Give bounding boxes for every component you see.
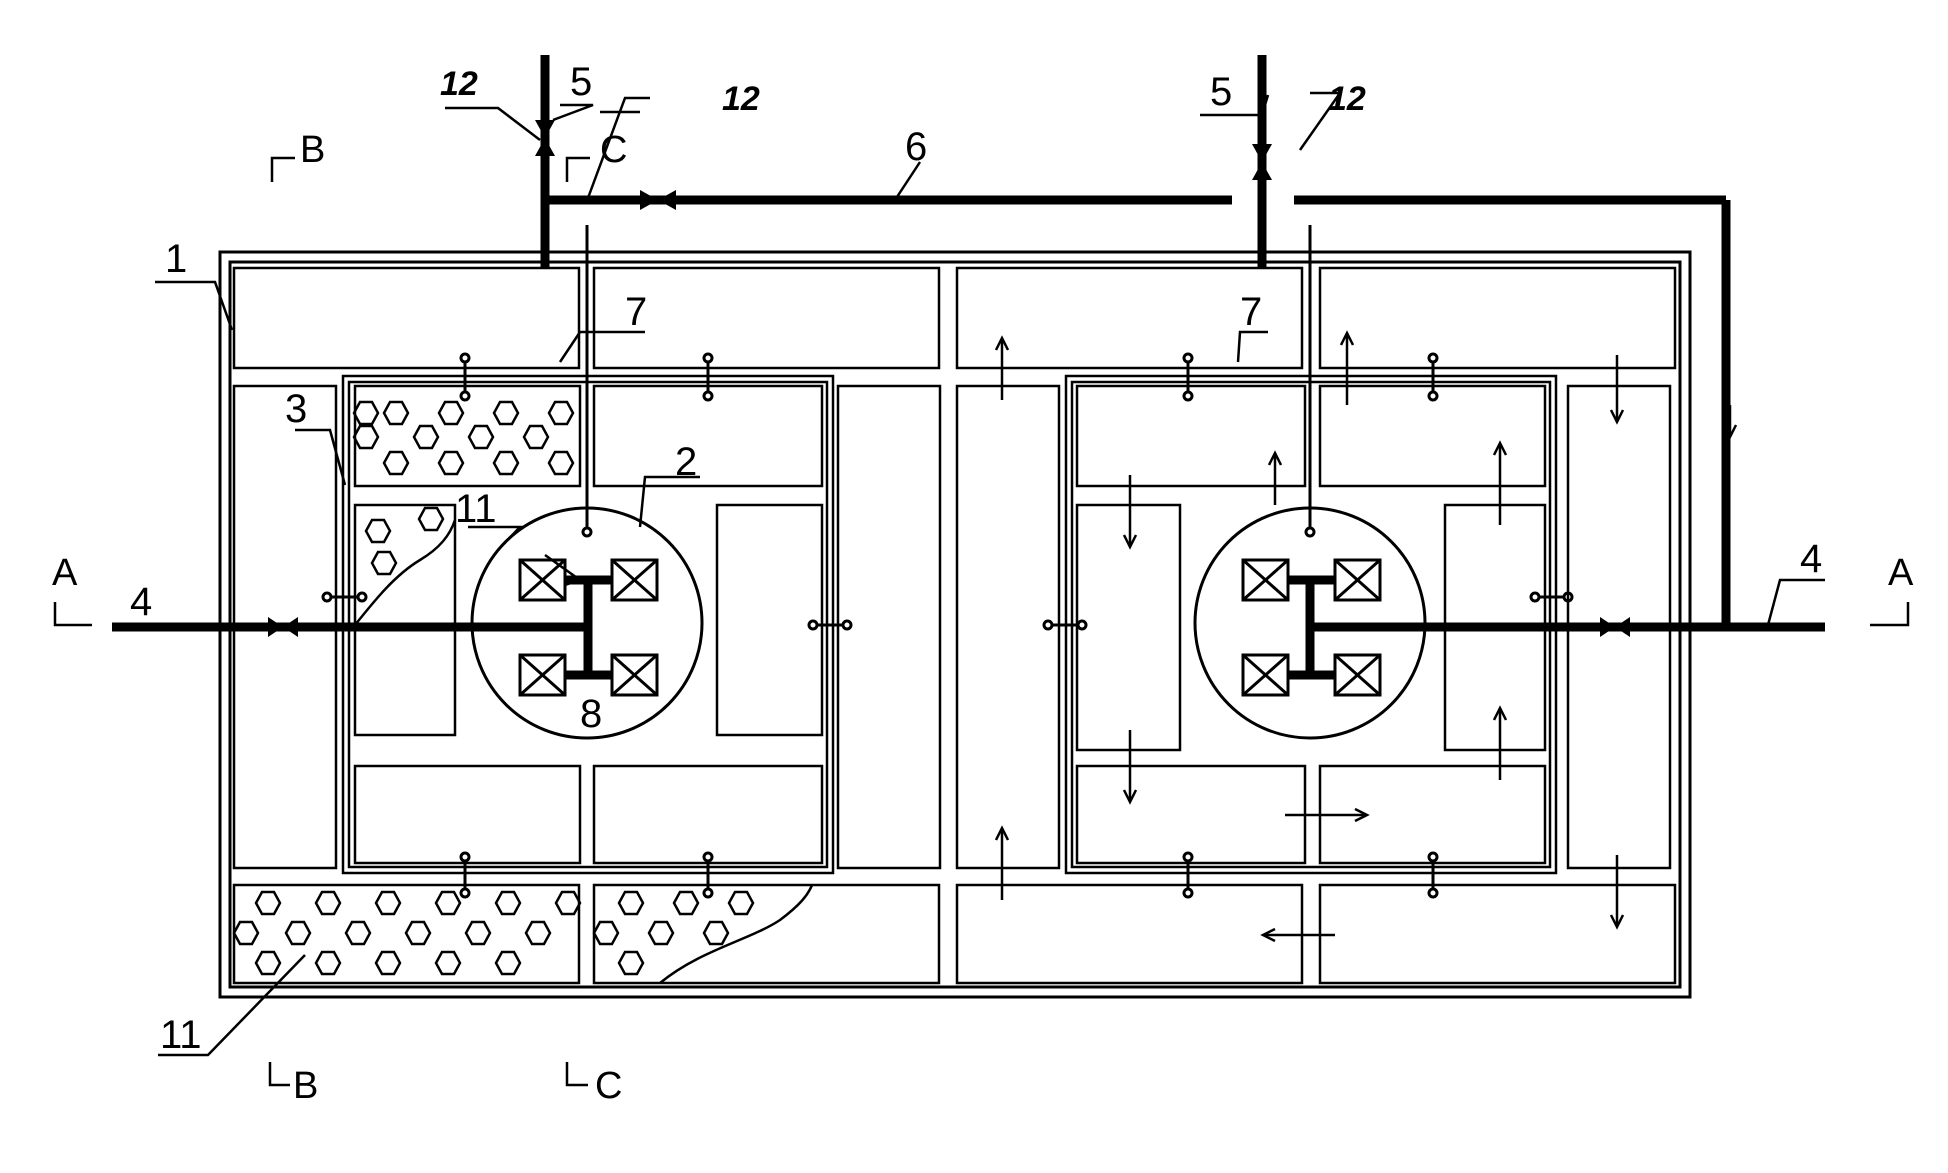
air-pipe-right	[1252, 55, 1272, 268]
label-part-4-right: 4	[1800, 537, 1822, 581]
label-part-12-left: 12	[440, 65, 478, 103]
inlet-pipe-right	[1310, 200, 1825, 637]
label-part-1: 1	[165, 237, 187, 281]
leader-lines	[125, 91, 1825, 1057]
label-part-11-lower: 11	[160, 1013, 202, 1057]
section-a-right: A	[1888, 552, 1914, 594]
section-b-bottom: B	[293, 1065, 318, 1107]
section-marks: A A B B C C	[52, 129, 1914, 1107]
section-b-top: B	[300, 129, 325, 171]
label-part-3: 3	[285, 387, 307, 431]
label-part-2: 2	[675, 440, 697, 484]
section-c-top: C	[600, 129, 627, 171]
label-part-4-left: 4	[130, 580, 152, 624]
section-a-left: A	[52, 552, 78, 594]
label-part-12-right: 12	[1328, 80, 1366, 118]
part-labels: 1 2 3 4 4 5 5 6 7 7 8 11 11 12 12 12	[130, 60, 1822, 1057]
label-part-8: 8	[580, 692, 602, 736]
label-part-7-right: 7	[1240, 290, 1262, 334]
section-c-bottom: C	[595, 1065, 622, 1107]
filter-media-hexagons	[232, 400, 814, 984]
label-part-11-upper: 11	[455, 487, 497, 531]
air-pipe-left	[535, 55, 555, 268]
inlet-pipe-left	[112, 617, 590, 637]
label-part-5-left: 5	[570, 60, 592, 104]
connecting-pipe	[545, 190, 1726, 210]
label-part-5-right: 5	[1210, 70, 1232, 114]
probe-points	[321, 225, 1574, 899]
label-part-6: 6	[905, 125, 927, 169]
label-part-12-middle: 12	[722, 80, 760, 118]
flow-arrows	[994, 330, 1738, 943]
label-part-7-left: 7	[625, 290, 647, 334]
